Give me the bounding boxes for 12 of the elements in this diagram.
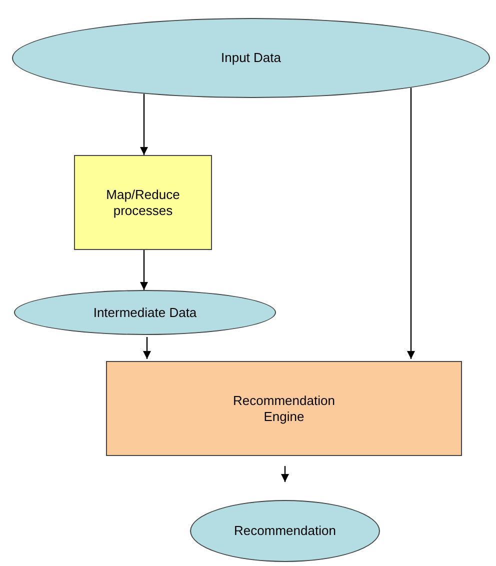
arrow bbox=[140, 250, 148, 290]
arrow bbox=[140, 94, 148, 155]
node-label: Recommendation bbox=[234, 523, 336, 539]
node-label: Recommendation Engine bbox=[232, 392, 336, 424]
process-box bbox=[74, 155, 212, 250]
node-label: Intermediate Data bbox=[93, 304, 197, 320]
node-label: Map/Reduce processes bbox=[105, 186, 181, 218]
engine-box bbox=[106, 361, 462, 456]
arrow bbox=[143, 337, 151, 359]
arrow bbox=[281, 466, 289, 482]
node-label: Input Data bbox=[221, 50, 281, 66]
arrow bbox=[407, 88, 415, 359]
